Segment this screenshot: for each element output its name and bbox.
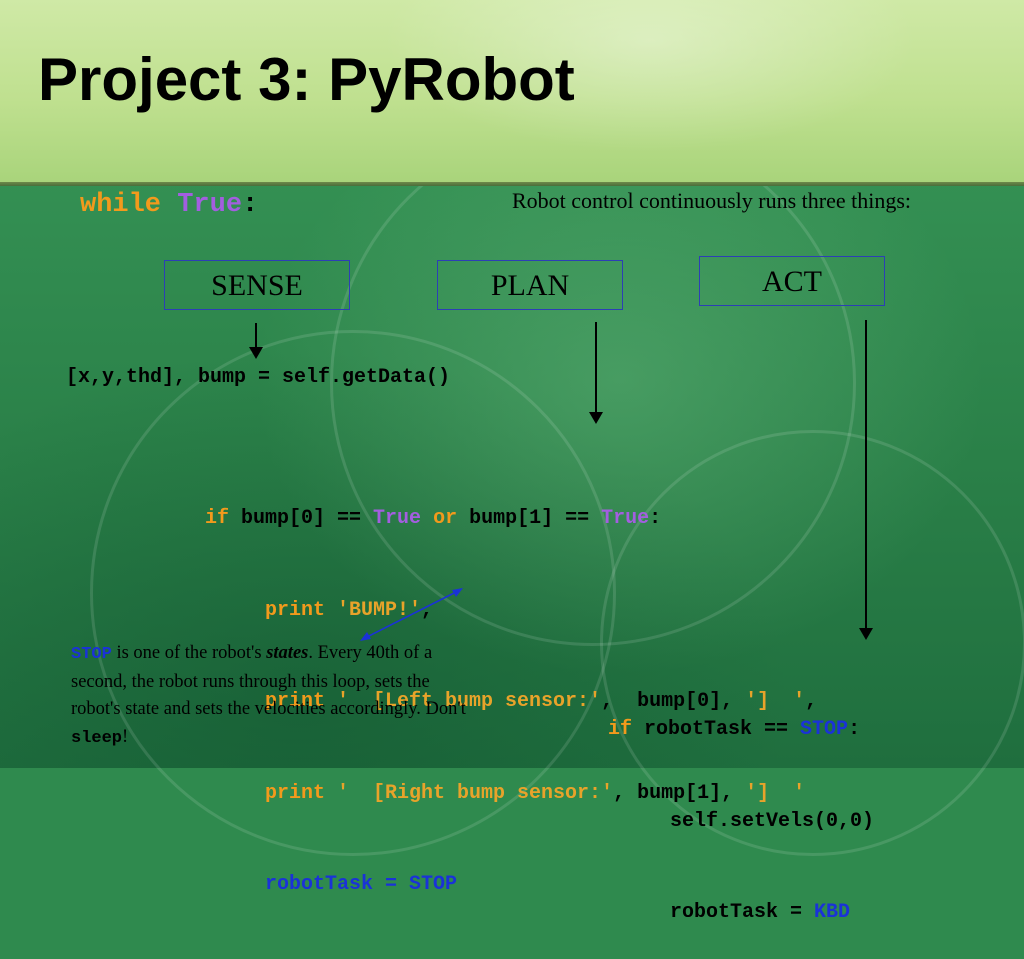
print-left-line: print ' [Left bump sensor:', bump[0], ']… [265,690,818,713]
intro-text: Robot control continuously runs three th… [512,188,912,213]
while-keyword: while [80,190,162,220]
stop-term: STOP [71,645,112,664]
task-kbd-line: robotTask = KBD [670,901,851,924]
title-divider [0,182,1024,186]
act-if-line: if robotTask == STOP: [608,718,861,741]
stop-state-note: STOP is one of the robot's states. Every… [71,643,466,748]
act-box: ACT [699,256,885,306]
plan-arrow [589,322,603,424]
while-colon: : [242,190,259,220]
or-keyword: or [421,507,458,530]
if-keyword: if [205,507,230,530]
true-literal: True [177,190,243,220]
print-bump-line: print 'BUMP!', [265,598,434,622]
slide-title: Project 3: PyRobot [38,46,575,113]
set-vels-line: self.setVels(0,0) [670,809,875,833]
title-banner [0,0,1024,182]
sleep-term: sleep [71,728,123,748]
sense-arrow [249,323,263,359]
while-loop-code: while True: [80,190,258,220]
act-code-block: if robotTask == STOP: self.setVels(0,0) … [608,654,874,959]
act-arrow [859,320,873,640]
if-line: if bump[0] == True or bump[1] == True: [205,507,662,530]
get-data-code: [x,y,thd], bump = self.getData() [66,366,451,389]
states-term: states [266,643,309,663]
sense-box: SENSE [164,260,350,310]
plan-box: PLAN [437,260,623,310]
